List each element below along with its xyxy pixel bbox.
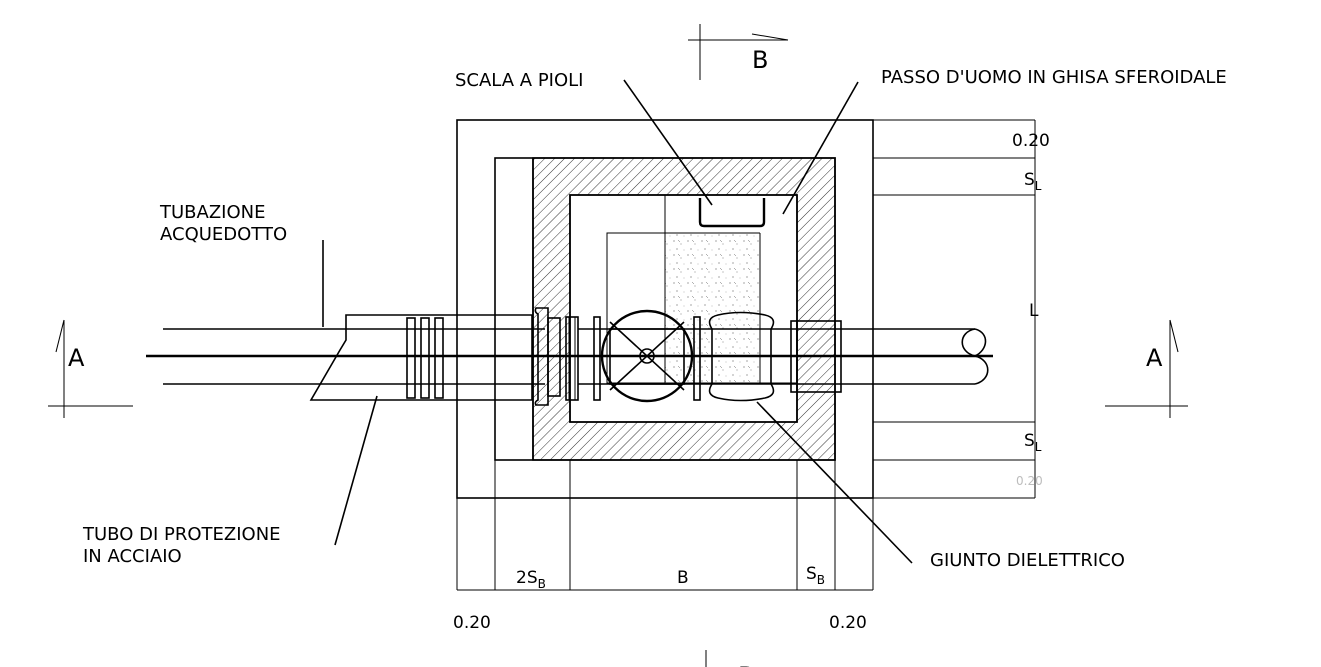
dim-b: B [677,568,689,588]
valve-body [600,309,694,403]
label-manhole: PASSO D'UOMO IN GHISA SFEROIDALE [881,67,1227,88]
label-joint: GIUNTO DIELETTRICO [930,550,1125,571]
valve-flange-right [693,316,701,401]
dielectric-joint [708,311,775,402]
section-a-left: A [68,344,85,372]
valve-flange-left [593,316,601,401]
sleeve-clamp-2 [420,317,430,399]
label-pipeline-1: TUBAZIONE [159,202,265,223]
wall-flange [534,307,549,406]
section-b-top: B [752,46,768,74]
dim-left-020: 0.20 [453,613,491,633]
pipe-coupling [790,320,842,393]
dim-2sb: 2SB [516,568,546,591]
protective-sleeve [309,314,533,401]
label-ladder: SCALA A PIOLI [455,70,584,91]
dim-sb: SB [806,564,825,587]
dim-sl-bottom: SL [1024,431,1042,454]
dim-top-020: 0.20 [1012,131,1050,151]
ladder-rung [698,198,766,228]
label-pipeline-2: ACQUEDOTTO [160,224,287,245]
label-sleeve-2: IN ACCIAIO [83,546,182,567]
label-sleeve-1: TUBO DI PROTEZIONE [82,524,281,545]
outer-chamber [456,119,874,499]
ladder-block [606,232,666,384]
sleeve-clamp-3 [434,317,444,399]
dim-l: L [1029,301,1039,321]
dim-bottom-020: 0.20 [1016,474,1043,488]
section-b-bottom: B [738,662,754,667]
dim-sl-top: SL [1024,170,1042,193]
sleeve-clamp-1 [406,317,416,399]
section-a-right: A [1146,344,1163,372]
dim-right-020: 0.20 [829,613,867,633]
wall-outer-outline [494,157,836,461]
